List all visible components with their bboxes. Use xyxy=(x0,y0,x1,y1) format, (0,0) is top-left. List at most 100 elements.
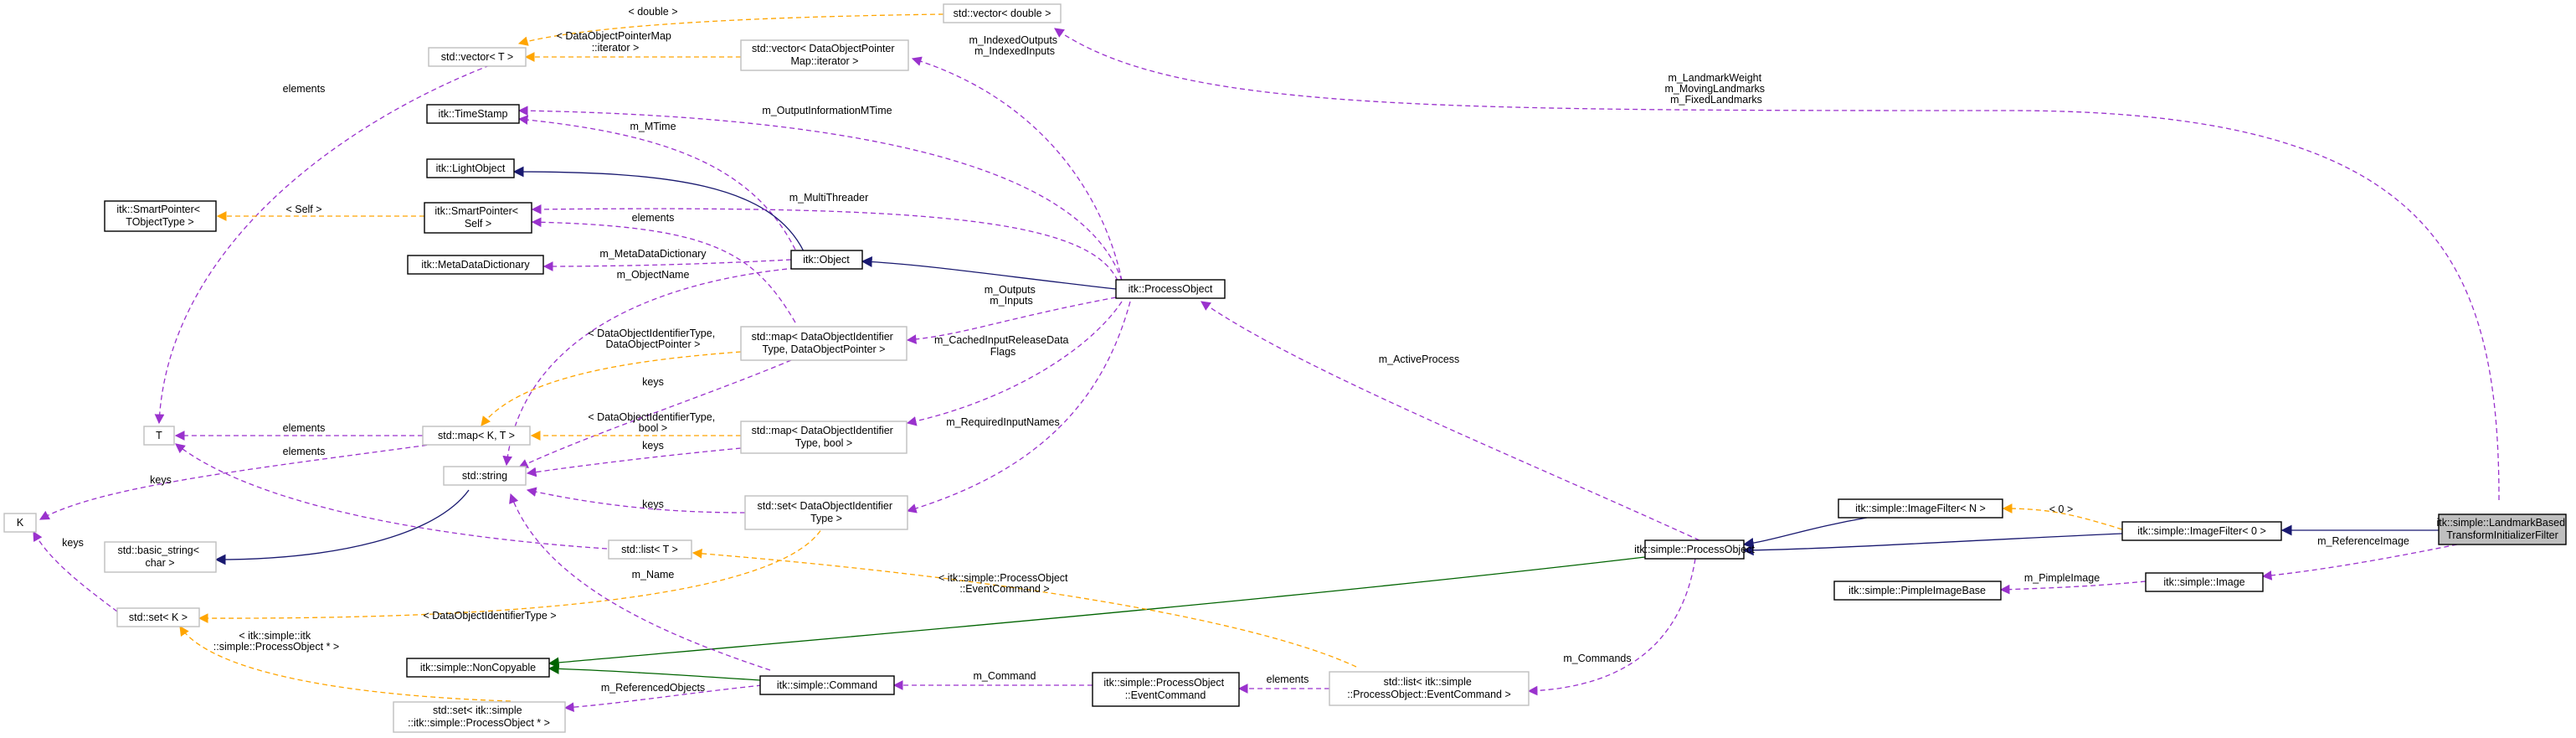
svg-text:K: K xyxy=(17,517,24,529)
edges xyxy=(33,13,2500,713)
edge-event-command-template xyxy=(692,549,1357,668)
node-itk-smart-pointer-tobjecttype[interactable]: itk::SmartPointer< TObjectType > xyxy=(104,200,217,232)
svg-text:itk::SmartPointer< TOb: itk::SmartPointer< TObjectType > xyxy=(116,204,203,228)
node-std-set-process-object[interactable]: std::set< itk::simple ::itk::simple::Pro… xyxy=(393,701,566,733)
edge-keys-set xyxy=(526,487,746,514)
edge-cached-flags xyxy=(906,301,1123,426)
edge-keys-k xyxy=(39,443,436,520)
edge-label-doid-bool-template: < DataObjectIdentifierType, bool > xyxy=(588,411,717,434)
svg-text:itk::Object: itk::Object xyxy=(803,254,850,266)
edge-label-required-input-names: m_RequiredInputNames xyxy=(946,416,1060,428)
edge-zero-template xyxy=(2002,503,2123,530)
edge-simpleprocess-noncopyable xyxy=(548,556,1646,668)
node-simple-image[interactable]: itk::simple::Image xyxy=(2145,572,2264,592)
edge-keys-set-k xyxy=(33,530,118,612)
edge-label-referenced-objects: m_ReferencedObjects xyxy=(601,682,705,694)
svg-text:T: T xyxy=(156,430,162,441)
edge-elements-sp xyxy=(531,217,796,323)
edge-label-keys-map-bool: keys xyxy=(642,440,664,452)
edge-label-double-template: < double > xyxy=(628,6,677,18)
node-itk-time-stamp[interactable]: itk::TimeStamp xyxy=(426,104,520,124)
node-std-map-bool[interactable]: std::map< DataObjectIdentifier Type, boo… xyxy=(740,421,908,454)
edge-label-doid-template: < DataObjectIdentifierType > xyxy=(423,610,556,622)
edge-active-process xyxy=(1201,301,1700,541)
node-std-string[interactable]: std::string xyxy=(443,466,527,486)
edge-object-lightobject xyxy=(512,166,805,252)
svg-text:itk::simple::NonCopyable: itk::simple::NonCopyable xyxy=(420,662,536,673)
edge-reference-image xyxy=(2261,544,2458,581)
svg-text:itk::ProcessObject: itk::ProcessObject xyxy=(1129,283,1213,295)
edge-label-elements-map: elements xyxy=(283,422,326,434)
edge-referenced-objects xyxy=(563,684,763,713)
node-std-list-t[interactable]: std::list< T > xyxy=(608,539,692,560)
edge-string-basic-string xyxy=(214,489,470,565)
edge-imagefilter0-simpleprocess xyxy=(1742,533,2123,556)
edge-label-commands: m_Commands xyxy=(1563,653,1631,664)
edge-label-keys-set-k: keys xyxy=(62,537,84,549)
node-k[interactable]: K xyxy=(3,513,37,533)
edge-label-mtime: m_MTime xyxy=(630,121,676,132)
edge-doid-dop-template xyxy=(481,351,742,426)
edge-label-self-template: < Self > xyxy=(285,204,321,215)
node-simple-non-copyable[interactable]: itk::simple::NonCopyable xyxy=(406,658,550,678)
svg-text:std::basic_string< cha: std::basic_string< char > xyxy=(117,544,202,569)
edge-mtime xyxy=(517,115,796,250)
svg-text:itk::simple::ProcessObject: itk::simple::ProcessObject ::EventComman… xyxy=(1103,677,1226,701)
edge-keys-map-dopm xyxy=(517,359,792,468)
svg-text:std::set< K >: std::set< K > xyxy=(129,612,188,623)
edge-command-noncopyable xyxy=(548,663,761,681)
node-t[interactable]: T xyxy=(143,426,175,446)
node-std-basic-string[interactable]: std::basic_string< char > xyxy=(104,541,217,573)
edge-label-elements-ec: elements xyxy=(1267,673,1309,685)
edge-label-name: m_Name xyxy=(632,569,675,581)
svg-text:std::list< T >: std::list< T > xyxy=(621,544,678,555)
node-simple-process-object-event-command[interactable]: itk::simple::ProcessObject ::EventComman… xyxy=(1092,672,1240,707)
node-std-vector-t[interactable]: std::vector< T > xyxy=(428,47,527,67)
edge-label-keys-k: keys xyxy=(150,474,172,486)
node-itk-process-object[interactable]: itk::ProcessObject xyxy=(1115,279,1226,299)
edge-vector-double-template xyxy=(517,13,944,46)
edge-label-pimple-image: m_PimpleImage xyxy=(2024,572,2100,584)
edge-label-outputs-inputs: m_Outputs m_Inputs xyxy=(985,284,1039,307)
node-std-vector-data-object-pointer-map-iterator[interactable]: std::vector< DataObjectPointer Map::iter… xyxy=(740,39,909,71)
node-itk-object[interactable]: itk::Object xyxy=(790,250,863,270)
node-itk-smart-pointer-self[interactable]: itk::SmartPointer< Self > xyxy=(424,202,532,234)
node-std-vector-double[interactable]: std::vector< double > xyxy=(943,3,1062,23)
node-itk-meta-data-dictionary[interactable]: itk::MetaDataDictionary xyxy=(407,255,544,275)
edge-imagefilter-n-simpleprocess xyxy=(1742,517,1868,549)
edge-label-elements-list: elements xyxy=(283,446,326,457)
edge-label-process-object-template: < itk::simple::itk ::simple::ProcessObje… xyxy=(213,630,339,653)
svg-text:std::map< DataObjectIdentifier: std::map< DataObjectIdentifier Type, boo… xyxy=(752,425,897,449)
edge-landmarks xyxy=(1054,28,2500,501)
edge-label-active-process: m_ActiveProcess xyxy=(1379,354,1460,365)
node-image-filter-n[interactable]: itk::simple::ImageFilter< N > xyxy=(1838,498,2003,519)
node-std-set-k[interactable]: std::set< K > xyxy=(116,607,200,627)
node-itk-light-object[interactable]: itk::LightObject xyxy=(426,158,515,178)
edge-doid-template xyxy=(198,523,825,623)
node-image-filter-0[interactable]: itk::simple::ImageFilter< 0 > xyxy=(2121,521,2282,541)
svg-text:itk::simple::PimpleImageBase: itk::simple::PimpleImageBase xyxy=(1848,585,1986,596)
node-std-map-data-object-pointer[interactable]: std::map< DataObjectIdentifier Type, Dat… xyxy=(740,326,908,361)
node-simple-process-object[interactable]: itk::simple::ProcessObject xyxy=(1634,539,1755,560)
svg-text:itk::TimeStamp: itk::TimeStamp xyxy=(439,108,508,120)
node-std-list-event-command[interactable]: std::list< itk::simple ::ProcessObject::… xyxy=(1329,671,1530,706)
node-std-set-data-object-identifier-type[interactable]: std::set< DataObjectIdentifier Type > xyxy=(744,495,908,530)
node-simple-command[interactable]: itk::simple::Command xyxy=(759,675,895,695)
svg-text:itk::simple::ImageFilter< 0 >: itk::simple::ImageFilter< 0 > xyxy=(2137,525,2266,537)
edge-object-name xyxy=(502,267,796,467)
node-std-map-k-t[interactable]: std::map< K, T > xyxy=(422,426,531,446)
svg-text:itk::simple::ImageFilter< N >: itk::simple::ImageFilter< N > xyxy=(1855,503,1986,514)
svg-text:itk::simple::Command: itk::simple::Command xyxy=(777,679,877,691)
node-landmark-based-transform-initializer-filter[interactable]: itk::simple::LandmarkBased TransformInit… xyxy=(2436,514,2568,545)
svg-text:itk::simple::Image: itk::simple::Image xyxy=(2163,576,2244,588)
edge-label-elements-t: elements xyxy=(283,83,326,95)
edge-processobject-object xyxy=(861,256,1117,290)
nodes: itk::simple::LandmarkBased TransformInit… xyxy=(3,3,2568,733)
svg-text:std::map< K, T >: std::map< K, T > xyxy=(438,430,515,441)
svg-text:itk::simple::LandmarkBased: itk::simple::LandmarkBased TransformInit… xyxy=(2436,517,2568,541)
edge-label-zero-template: < 0 > xyxy=(2049,503,2074,515)
edge-label-landmarks: m_LandmarkWeight m_MovingLandmarks m_Fix… xyxy=(1665,72,1768,106)
edge-label-multithreader: m_MultiThreader xyxy=(789,192,868,204)
edge-process-object-template xyxy=(179,626,512,702)
node-pimple-image-base[interactable]: itk::simple::PimpleImageBase xyxy=(1833,581,2002,601)
